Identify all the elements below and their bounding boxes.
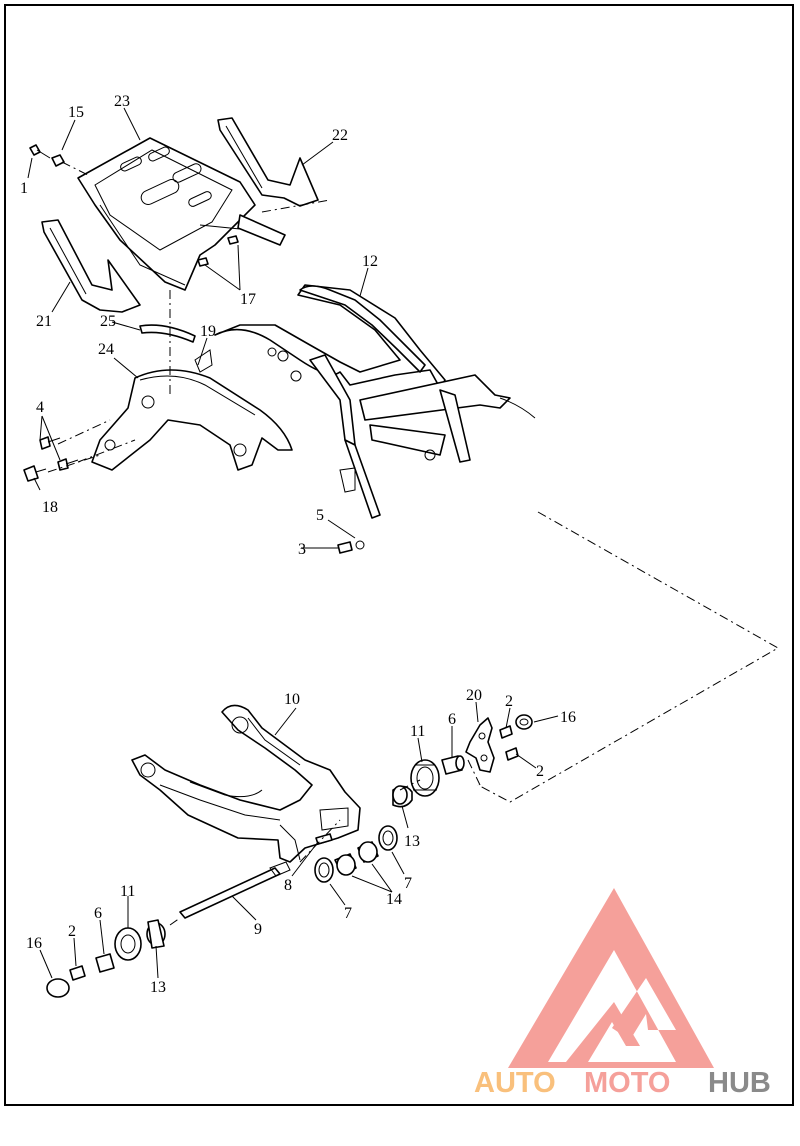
callout-9: 9: [254, 921, 262, 938]
callout-2-top: 2: [505, 693, 513, 710]
callout-4: 4: [36, 399, 44, 416]
callout-14: 14: [386, 891, 402, 908]
diagram-frame: [4, 4, 794, 1106]
callout-2-right: 2: [536, 763, 544, 780]
watermark-text-auto: AUTO: [474, 1067, 556, 1099]
part-22-side-rail: [217, 117, 319, 207]
part-10-swingarm: [131, 704, 361, 863]
callout-13-right: 13: [404, 833, 420, 850]
callout-1: 1: [20, 180, 28, 197]
callout-10: 10: [284, 691, 300, 708]
part-23-rack: [77, 137, 286, 291]
part-9-pivot-shaft: [179, 861, 291, 919]
callout-18: 18: [42, 499, 58, 516]
callout-11-left: 11: [120, 883, 135, 900]
callout-23: 23: [114, 93, 130, 110]
watermark-text-hub: HUB: [708, 1067, 771, 1099]
callout-3: 3: [298, 541, 306, 558]
upper-fasteners: [23, 144, 365, 554]
leader-lines: [27, 107, 559, 979]
callout-12: 12: [362, 253, 378, 270]
part-25-strip: [139, 324, 196, 343]
callout-13-left: 13: [150, 979, 166, 996]
logo-triangle-icon: [508, 888, 714, 1068]
callout-2-left: 2: [68, 923, 76, 940]
part-21-side-rail: [41, 219, 141, 313]
watermark-logo: AUTO MOTO HUB: [474, 888, 771, 1099]
callout-8: 8: [284, 877, 292, 894]
assembly-lines-upper: [47, 161, 780, 803]
callout-6-right: 6: [448, 711, 456, 728]
callout-19: 19: [200, 323, 216, 340]
callout-25: 25: [100, 313, 116, 330]
callout-22: 22: [332, 127, 348, 144]
callout-labels: 1 15 23 22 17 21 25 19 24 12 4 18 5 3 10…: [20, 93, 576, 996]
callout-6-left: 6: [94, 905, 102, 922]
lower-left-parts: [46, 919, 166, 998]
callout-7-lower: 7: [344, 905, 352, 922]
callout-21: 21: [36, 313, 52, 330]
logo-inner-mark-icon: [566, 1002, 640, 1062]
callout-15: 15: [68, 104, 84, 121]
lower-right-parts: [314, 714, 533, 883]
callout-16-right: 16: [560, 709, 576, 726]
callout-11-right: 11: [410, 723, 425, 740]
watermark-text-moto: MOTO: [584, 1067, 670, 1099]
part-12-frame: [214, 284, 536, 519]
callout-5: 5: [316, 507, 324, 524]
callout-24: 24: [98, 341, 114, 358]
callout-16-left: 16: [26, 935, 42, 952]
callout-17: 17: [240, 291, 256, 308]
callout-20: 20: [466, 687, 482, 704]
callout-7-right: 7: [404, 875, 412, 892]
assembly-lines-lower: [169, 759, 481, 926]
part-24-fender-support: [91, 349, 293, 471]
